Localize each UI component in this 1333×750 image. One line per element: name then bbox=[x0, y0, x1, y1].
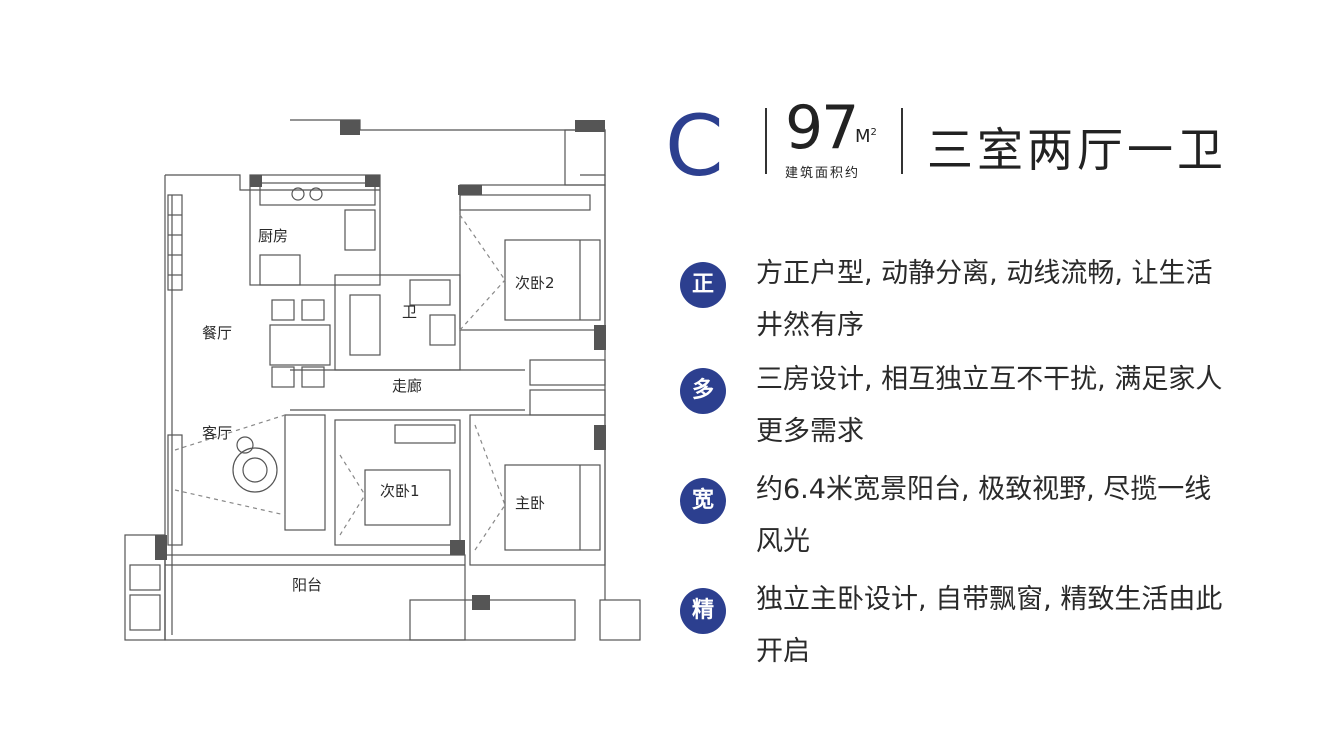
feature-text: 约6.4米宽景阳台, 极致视野, 尽揽一线风光 bbox=[756, 474, 1212, 557]
room-label-dining: 餐厅 bbox=[202, 324, 232, 342]
room-label-bedroom1: 次卧1 bbox=[380, 482, 420, 500]
room-label-bath: 卫 bbox=[402, 303, 417, 321]
feature-text: 方正户型, 动静分离, 动线流畅, 让生活井然有序 bbox=[756, 258, 1213, 341]
divider bbox=[901, 108, 903, 174]
feature-badge: 宽 bbox=[680, 478, 726, 524]
area-unit: M2 bbox=[855, 126, 877, 147]
feature-badge: 精 bbox=[680, 588, 726, 634]
room-label-living: 客厅 bbox=[202, 424, 232, 442]
room-label-kitchen: 厨房 bbox=[258, 227, 288, 245]
floor-plan: 厨房 餐厅 卫 走廊 客厅 次卧2 次卧1 主卧 阳台 bbox=[124, 119, 641, 641]
unit-header: C 97 M2 建筑面积约 三室两厅一卫 bbox=[665, 96, 1325, 196]
feature-text: 独立主卧设计, 自带飘窗, 精致生活由此开启 bbox=[756, 584, 1223, 667]
area-number: 97 bbox=[785, 93, 859, 163]
area-caption: 建筑面积约 bbox=[785, 166, 861, 181]
room-label-master: 主卧 bbox=[515, 494, 545, 512]
room-label-corridor: 走廊 bbox=[392, 377, 422, 395]
room-label-balcony: 阳台 bbox=[292, 576, 322, 594]
unit-type-letter: C bbox=[665, 97, 724, 195]
feature-badge: 正 bbox=[680, 262, 726, 308]
divider bbox=[765, 108, 767, 174]
feature-text: 三房设计, 相互独立互不干扰, 满足家人更多需求 bbox=[756, 364, 1223, 447]
room-label-bedroom2: 次卧2 bbox=[515, 274, 555, 292]
layout-title: 三室两厅一卫 bbox=[927, 123, 1227, 177]
feature-badge: 多 bbox=[680, 368, 726, 414]
